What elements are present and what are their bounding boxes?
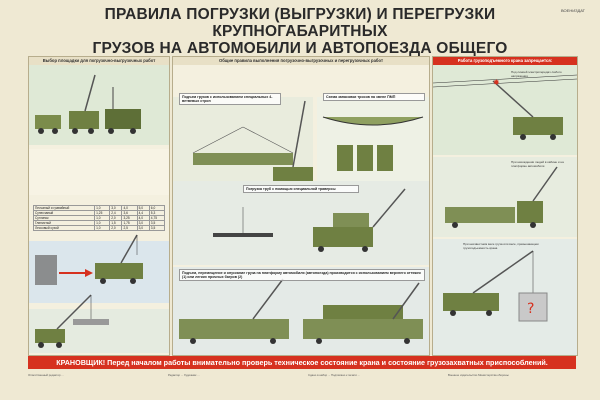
panel-header-forbidden: Работа грузоподъемного крана запрещается… (433, 57, 577, 65)
footer-warning: КРАНОВЩИК! Перед началом работы внимател… (28, 356, 576, 369)
credit-line: Военное издательство Министерства оборон… (448, 373, 509, 377)
credit-line: Ответственный редактор ... (28, 373, 64, 377)
panel-site-selection: Выбор площадки для погрузочно-выгрузочны… (28, 56, 170, 356)
forbidden-item-3: При неизвестном весе груза или весе, пре… (463, 242, 539, 250)
subheader-lifting-slings: Подъем грузов с использованием специальн… (179, 93, 281, 105)
subheader-platform-loading: Подъем, перемещение и опускание груза на… (179, 269, 425, 281)
title-line-1: ПРАВИЛА ПОГРУЗКИ (ВЫГРУЗКИ) И ПЕРЕГРУЗКИ… (104, 6, 496, 40)
forbidden-item-1: Под линией электропередач любого напряже… (511, 70, 562, 78)
forbidden-illustration: ✸ ? (433, 65, 577, 355)
spark-icon: ✸ (493, 78, 500, 87)
subheader-sling-scheme: Схема запасовки тросов на звене ПМП (323, 93, 425, 101)
panel-header-general-rules: Общие правила выполнения погрузочно-выгр… (173, 57, 429, 65)
credits: Ответственный редактор ... Редактор ... … (28, 373, 576, 390)
panel-header-site-selection: Выбор площадки для погрузочно-выгрузочны… (29, 57, 169, 65)
publisher-badge: ВОЕНИЗДАТ (561, 8, 586, 13)
credit-line: Редактор ... Художник ... (168, 373, 200, 377)
panel-forbidden: Работа грузоподъемного крана запрещается… (432, 56, 578, 356)
forbidden-item-2: При нахождении людей в кабине и на платф… (511, 160, 564, 168)
credit-line: Сдано в набор ... Подписано к печати ... (308, 373, 360, 377)
subheader-pipe-loading: Погрузка труб с помощью специальной трав… (243, 185, 359, 193)
panel-general-rules: Общие правила выполнения погрузочно-выгр… (172, 56, 430, 356)
question-mark-icon: ? (527, 301, 534, 317)
general-rules-illustration (173, 97, 429, 355)
site-selection-illustration (29, 65, 169, 353)
